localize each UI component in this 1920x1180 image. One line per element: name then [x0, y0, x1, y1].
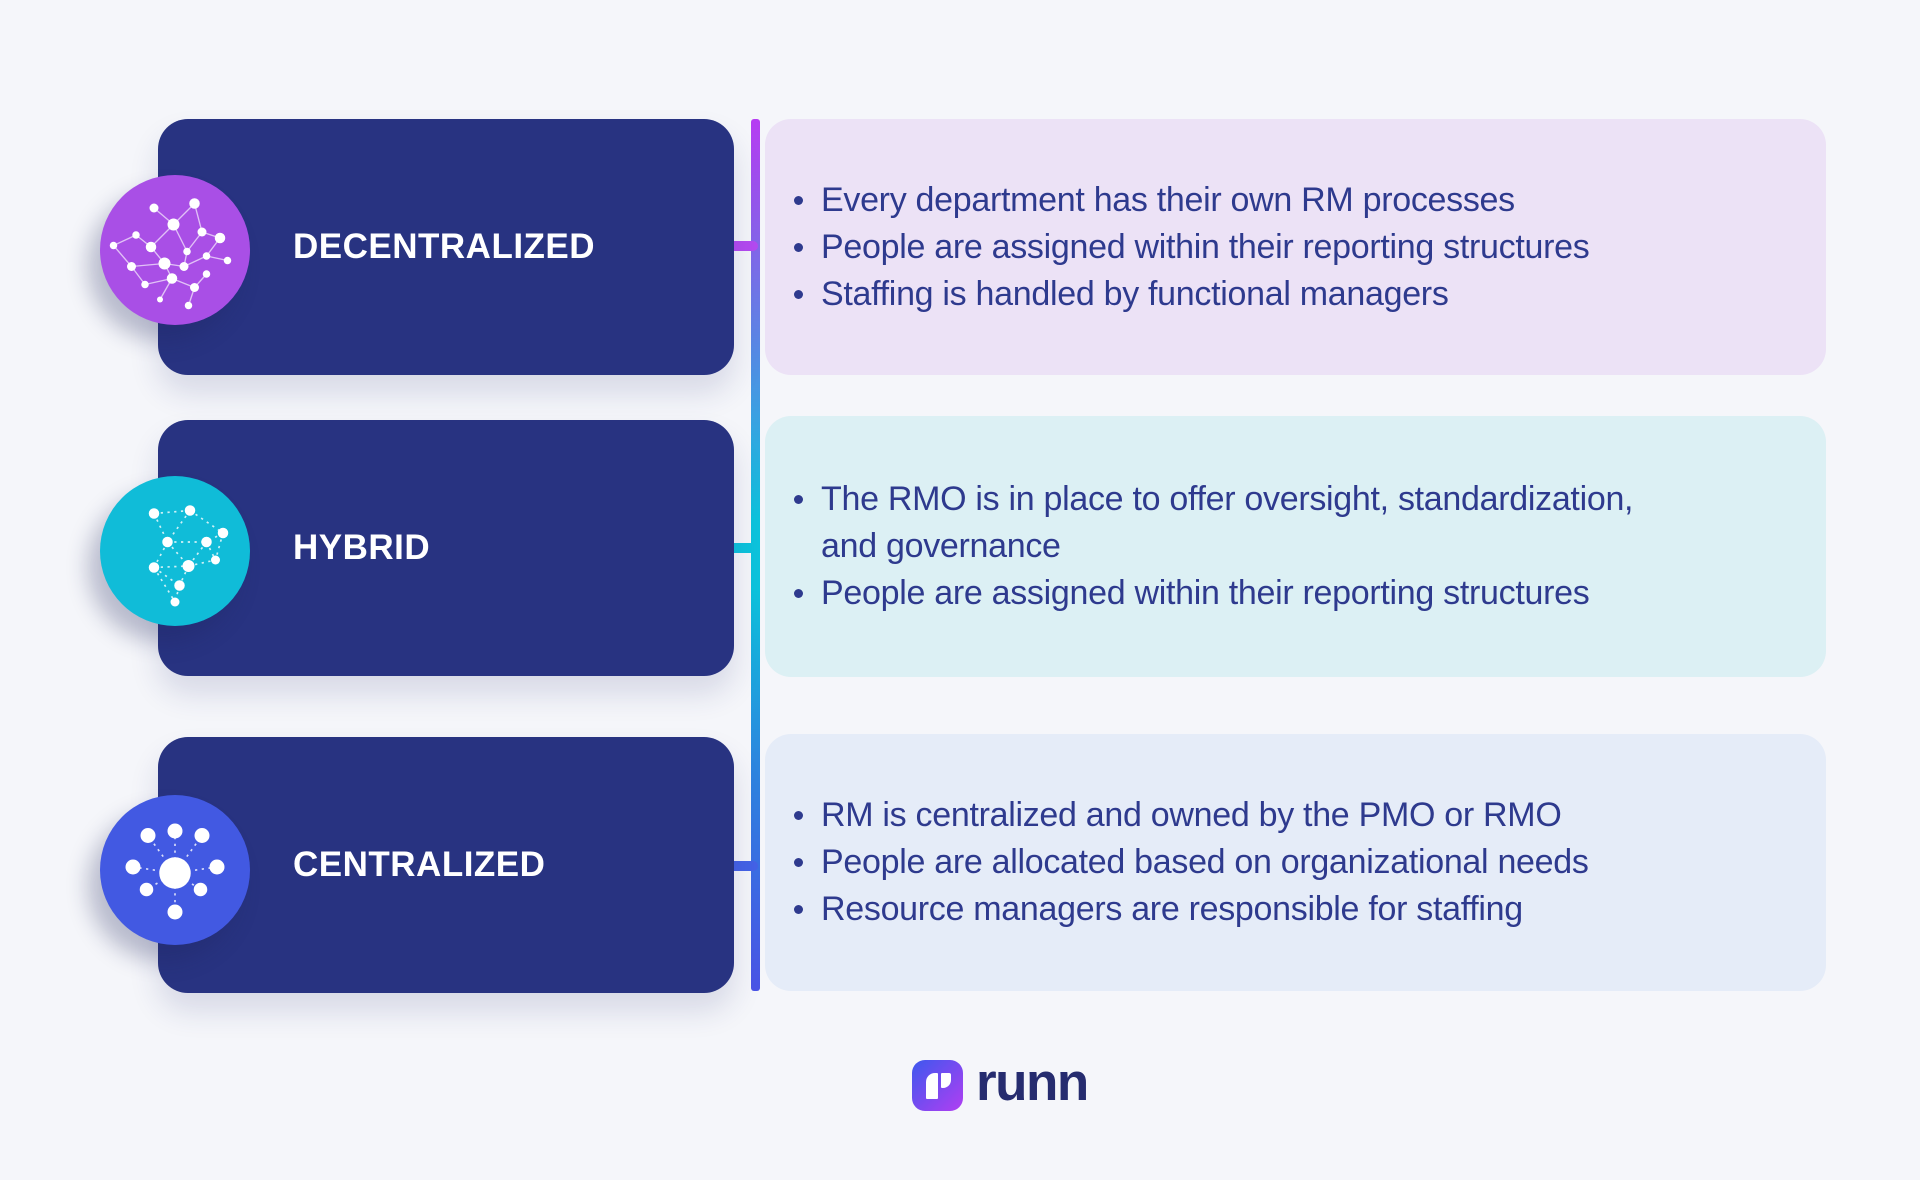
card-decentralized: DECENTRALIZED — [158, 119, 734, 375]
logo-r-stem — [926, 1073, 938, 1099]
bullet-item: Resource managers are responsible for st… — [792, 886, 1589, 933]
bullet-item: Staffing is handled by functional manage… — [792, 271, 1589, 318]
runn-logo: runn — [912, 1056, 1089, 1111]
gradient-spine-line — [751, 119, 760, 991]
bullet-item: The RMO is in place to offer oversight, … — [792, 476, 1634, 570]
bullet-list-decentralized: Every department has their own RM proces… — [765, 177, 1619, 318]
bullet-list-hybrid: The RMO is in place to offer oversight, … — [765, 476, 1663, 617]
bullet-item: RM is centralized and owned by the PMO o… — [792, 792, 1589, 839]
card-centralized: CENTRALIZED — [158, 737, 734, 993]
hub-spoke-graphic — [125, 823, 225, 920]
card-hybrid: HYBRID — [158, 420, 734, 676]
bullet-item: People are allocated based on organizati… — [792, 839, 1589, 886]
panel-hybrid: The RMO is in place to offer oversight, … — [765, 416, 1826, 677]
bullet-item: People are assigned within their reporti… — [792, 224, 1590, 271]
logo-r-flag — [941, 1073, 951, 1088]
decentralized-network-icon — [100, 175, 250, 325]
bullet-item: Every department has their own RM proces… — [792, 177, 1589, 224]
card-title-hybrid: HYBRID — [293, 528, 431, 567]
runn-wordmark: runn — [976, 1053, 1089, 1112]
panel-decentralized: Every department has their own RM proces… — [765, 119, 1826, 375]
bullet-list-centralized: RM is centralized and owned by the PMO o… — [765, 792, 1619, 933]
centralized-hub-icon — [100, 795, 250, 945]
mesh-network-graphic — [148, 505, 229, 607]
runn-logo-mark-icon — [912, 1060, 963, 1111]
card-title-decentralized: DECENTRALIZED — [293, 227, 596, 266]
scattered-network-graphic — [109, 198, 232, 310]
card-title-centralized: CENTRALIZED — [293, 845, 546, 884]
bullet-item: People are assigned within their reporti… — [792, 570, 1633, 617]
hybrid-mesh-icon — [100, 476, 250, 626]
panel-centralized: RM is centralized and owned by the PMO o… — [765, 734, 1826, 991]
